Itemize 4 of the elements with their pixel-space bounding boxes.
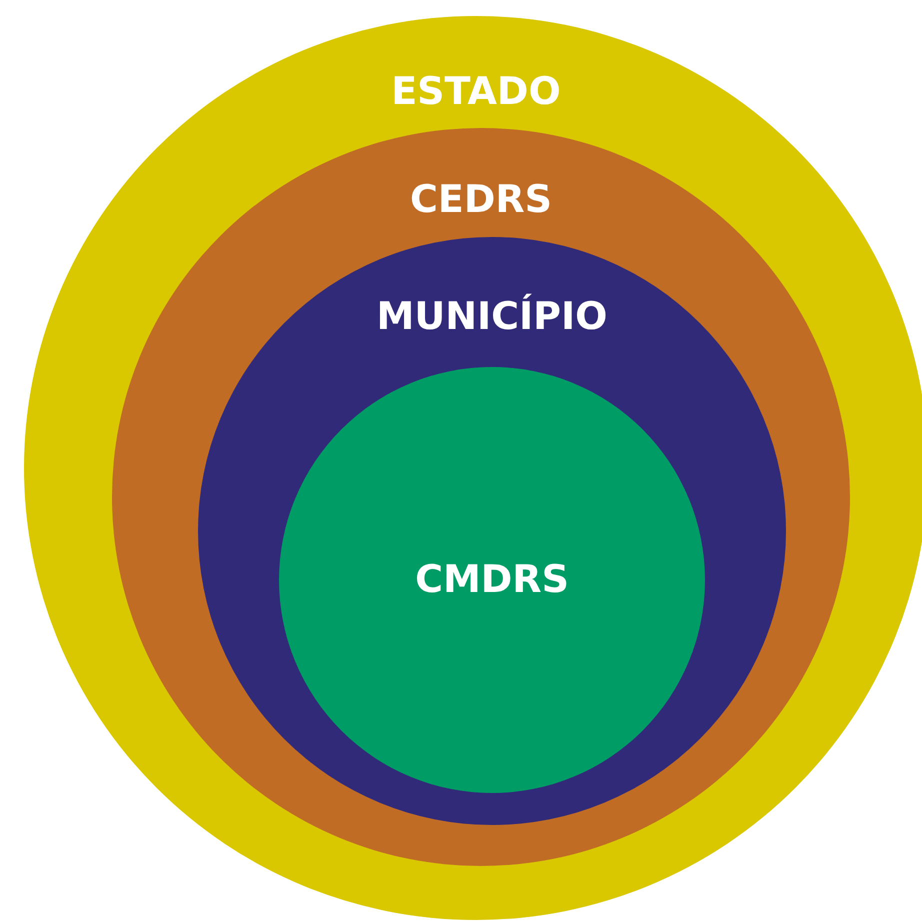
circle-label: ESTADO — [391, 68, 561, 115]
circle-label: MUNICÍPIO — [376, 293, 608, 340]
circle-label: CMDRS — [415, 556, 569, 604]
circle-label: CEDRS — [410, 176, 552, 223]
